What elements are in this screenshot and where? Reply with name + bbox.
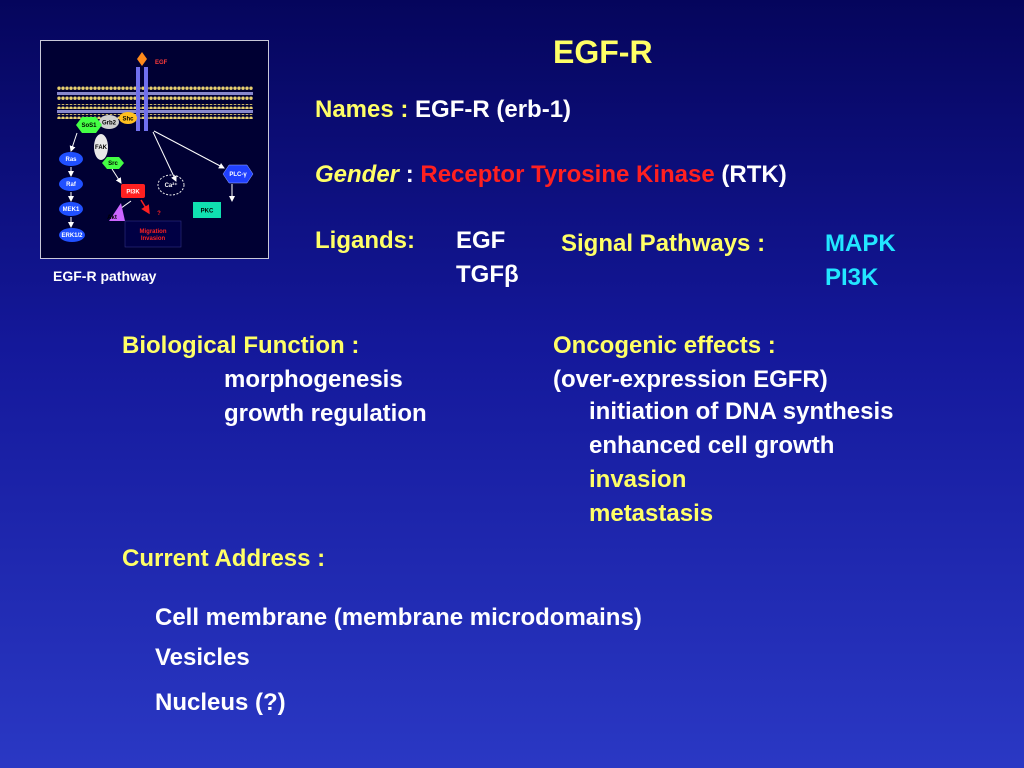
ligand-item: EGF (456, 227, 506, 254)
pkc-label: PKC (201, 209, 214, 215)
ligands-label: Ligands: (315, 227, 415, 254)
src-node (102, 157, 124, 169)
migration-box (124, 220, 182, 248)
fak-label: FAK (95, 145, 108, 151)
sos1-node (76, 117, 102, 133)
ligand-item: TGFβ (456, 261, 519, 288)
onco-item: enhanced cell growth (589, 432, 835, 459)
pi3k-label: PI3K (126, 190, 140, 196)
names-label: Names : (315, 96, 409, 123)
bio-item: growth regulation (224, 400, 427, 427)
plc-node (222, 164, 254, 184)
raf-label: Raf (66, 182, 77, 188)
gender-value: Receptor Tyrosine Kinase (420, 161, 715, 188)
ras-label: Ras (65, 157, 77, 163)
shc-label: Shc (122, 117, 134, 123)
gender-row: Gender : Receptor Tyrosine Kinase (RTK) (315, 161, 787, 189)
fak-node (94, 134, 108, 160)
sos1-label: SoS1 (81, 123, 97, 129)
diagram-caption: EGF-R pathway (53, 268, 157, 284)
names-row: Names : EGF-R (erb-1) (315, 96, 571, 124)
onco-highlight-item: metastasis (589, 500, 714, 527)
erk-node (59, 228, 85, 242)
red-arrow (140, 199, 150, 215)
signal-item: PI3K (825, 264, 879, 291)
address-label: Current Address : (122, 545, 326, 572)
plc-label: PLC-γ (229, 172, 247, 178)
slide-title: EGF-R (553, 34, 653, 70)
egf-ligand-shape (137, 52, 147, 66)
grb2-label: Grb2 (102, 121, 117, 127)
erk-label: ERK1/2 (61, 233, 83, 239)
bio-item: morphogenesis (224, 366, 403, 393)
invasion-label: Invasion (141, 236, 166, 242)
onco-item: initiation of DNA synthesis (589, 398, 894, 425)
calcium-node (157, 174, 185, 196)
unknown-mark: ? (157, 211, 161, 217)
mek1-label: MEK1 (63, 207, 80, 213)
address-item: Nucleus (?) (155, 689, 286, 716)
migration-label: Migration (140, 229, 167, 235)
onco-highlight-item: invasion (589, 466, 687, 493)
egf-receptor (136, 67, 148, 131)
pathway-diagram: EGF Shc Grb2 SoS1 FAK Src Ras Raf (40, 40, 269, 259)
onco-sub: (over-expression EGFR) (553, 366, 828, 393)
akt-label: Akt (107, 215, 117, 221)
egf-label: EGF (155, 60, 168, 66)
address-item: Cell membrane (membrane microdomains) (155, 604, 642, 631)
shc-node (119, 112, 137, 124)
pi3k-node (121, 184, 145, 198)
cell-membrane (57, 86, 253, 119)
raf-node (59, 177, 83, 191)
signal-label: Signal Pathways : (561, 230, 766, 257)
onco-label: Oncogenic effects : (553, 332, 776, 359)
gender-suffix: (RTK) (721, 161, 787, 188)
pkc-node (193, 202, 221, 218)
address-item: Vesicles (155, 644, 250, 671)
names-value: EGF-R (erb-1) (415, 96, 572, 123)
calcium-label: Ca²⁺ (165, 182, 178, 189)
src-label: Src (108, 161, 118, 167)
gender-label: Gender (315, 161, 400, 188)
mek1-node (59, 202, 83, 216)
grb2-node (99, 115, 119, 129)
gender-separator: : (405, 161, 414, 188)
akt-node (109, 203, 125, 221)
bio-label: Biological Function : (122, 332, 360, 359)
ras-node (59, 152, 83, 166)
signal-item: MAPK (825, 230, 896, 257)
